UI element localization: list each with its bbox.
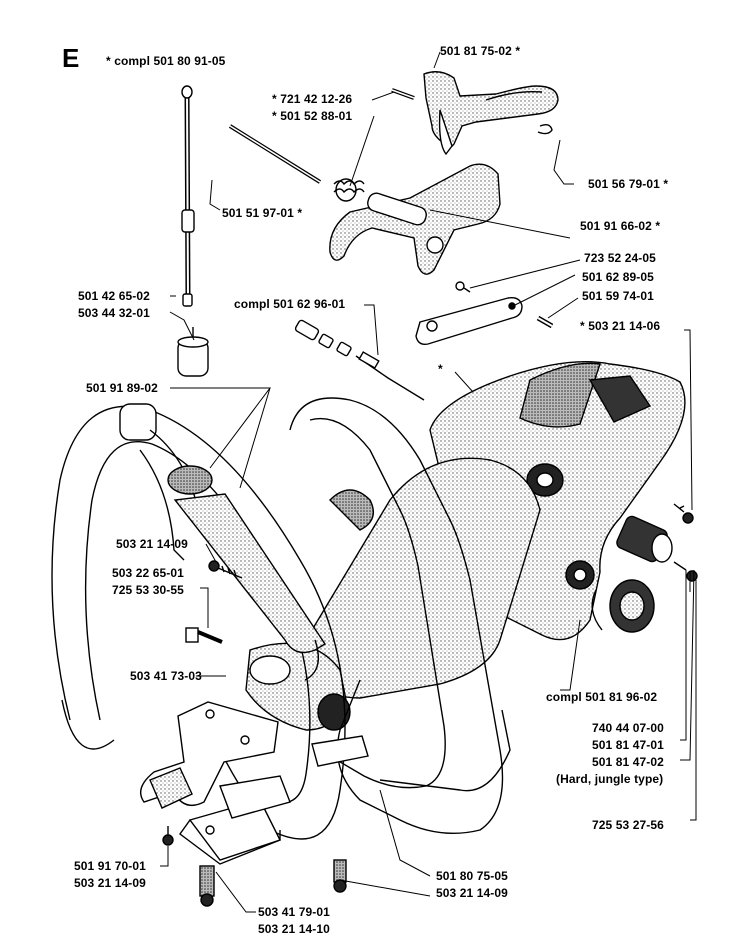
part-label-501917001: 501 91 70-01 bbox=[74, 859, 146, 873]
part-label-725533055: 725 53 30-55 bbox=[112, 583, 184, 597]
part-label-501807505: 501 80 75-05 bbox=[436, 869, 508, 883]
lower-bracket bbox=[179, 735, 369, 865]
part-label-503211409b: 503 21 14-09 bbox=[74, 876, 146, 890]
rear-handle-loop bbox=[289, 397, 511, 834]
jungle-type-note: (Hard, jungle type) bbox=[556, 772, 664, 786]
bracket-plate bbox=[140, 701, 279, 809]
buffer-740440700 bbox=[616, 515, 673, 563]
choke-rod-part bbox=[294, 319, 425, 401]
rod-part bbox=[228, 124, 322, 184]
part-label-501597401: 501 59 74-01 bbox=[582, 289, 654, 303]
screw-503211406 bbox=[673, 503, 694, 524]
plate-part bbox=[415, 296, 523, 346]
part-label-725532756: 725 53 27-56 bbox=[592, 818, 664, 832]
screw-503211409a bbox=[208, 560, 243, 579]
small-pin-part bbox=[536, 315, 554, 329]
part-label-503211409c: 503 21 14-09 bbox=[436, 886, 508, 900]
part-label-503226501: 503 22 65-01 bbox=[112, 566, 184, 580]
part-label-740440700: 740 44 07-00 bbox=[592, 721, 664, 735]
part-label-501918902: 501 91 89-02 bbox=[86, 381, 158, 395]
part-label-501814702: 501 81 47-02 bbox=[592, 755, 664, 769]
screw-bottom-mid bbox=[333, 859, 347, 893]
part-label-503417303: 503 41 73-03 bbox=[130, 669, 202, 683]
part-label-501628905: 501 62 89-05 bbox=[582, 270, 654, 284]
pin-part bbox=[391, 88, 415, 100]
part-label-503417901: 503 41 79-01 bbox=[258, 905, 330, 919]
fuel-filter-part bbox=[177, 327, 209, 377]
part-label-501817502: 501 81 75-02 * bbox=[440, 44, 521, 58]
screw-part bbox=[455, 281, 471, 293]
spring-part bbox=[333, 178, 365, 202]
part-label-501426502: 501 42 65-02 bbox=[78, 289, 150, 303]
front-handle-loop bbox=[51, 403, 346, 840]
throttle-lockout-part bbox=[423, 71, 559, 156]
throttle-trigger-part bbox=[329, 163, 501, 275]
leader-lines bbox=[160, 51, 697, 913]
part-label-503211410: 503 21 14-10 bbox=[258, 922, 330, 936]
part-label-501528801: * 501 52 88-01 bbox=[272, 109, 353, 123]
part-label-503443201: 503 44 32-01 bbox=[78, 306, 150, 320]
screw-bottom bbox=[199, 865, 215, 907]
part-label-721421226: * 721 42 12-26 bbox=[272, 92, 353, 106]
compl-assembly-label: * compl 501 80 91-05 bbox=[106, 54, 226, 68]
part-label-501916602: 501 91 66-02 * bbox=[580, 219, 661, 233]
screw-725533055 bbox=[185, 627, 223, 644]
part-label-723522405: 723 52 24-05 bbox=[584, 251, 656, 265]
part-label-501519701: 501 51 97-01 * bbox=[222, 206, 303, 220]
part-label-compl-501629601: compl 501 62 96-01 bbox=[234, 297, 346, 311]
star-marker: * bbox=[438, 362, 443, 376]
screw-lower-left bbox=[162, 826, 174, 846]
part-label-503211406: * 503 21 14-06 bbox=[580, 319, 661, 333]
part-label-501567901: 501 56 79-01 * bbox=[588, 177, 669, 191]
part-label-501814701: 501 81 47-01 bbox=[592, 738, 664, 752]
buffer-part bbox=[591, 579, 655, 633]
part-label-compl-501819602: compl 501 81 96-02 bbox=[546, 690, 658, 704]
part-label-503211409a: 503 21 14-09 bbox=[116, 537, 188, 551]
section-letter: E bbox=[62, 43, 80, 73]
fuel-hose-part bbox=[181, 85, 195, 307]
